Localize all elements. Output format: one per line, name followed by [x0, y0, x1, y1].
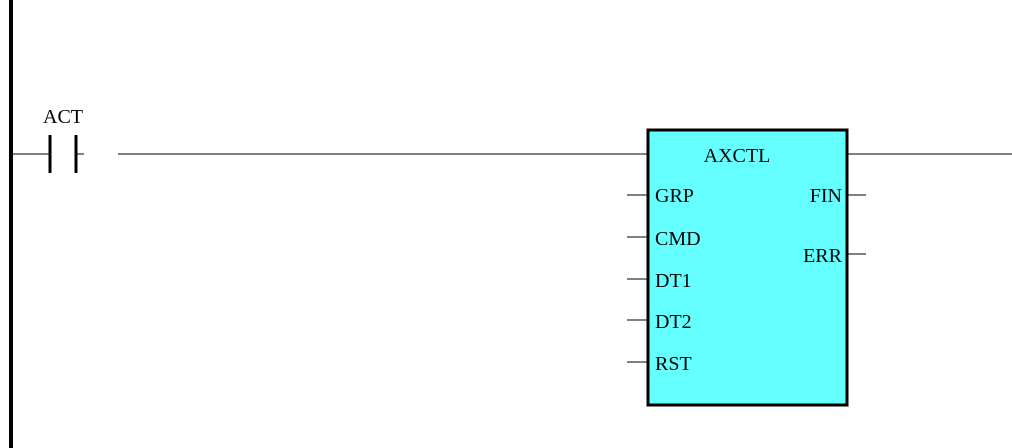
contact-act[interactable]: ACT: [43, 106, 83, 173]
input-label-cmd: CMD: [655, 228, 701, 250]
input-label-dt1: DT1: [655, 270, 692, 292]
block-name: AXCTL: [704, 145, 771, 167]
input-label-dt2: DT2: [655, 311, 692, 333]
output-label-fin: FIN: [810, 185, 842, 207]
output-label-err: ERR: [803, 245, 843, 267]
function-block-axctl[interactable]: AXCTL GRP CMD DT1 DT2 RST FIN ERR: [627, 128, 866, 407]
input-label-rst: RST: [655, 353, 692, 375]
block-body: [646, 128, 849, 407]
contact-label: ACT: [43, 106, 83, 128]
input-label-grp: GRP: [655, 185, 694, 207]
